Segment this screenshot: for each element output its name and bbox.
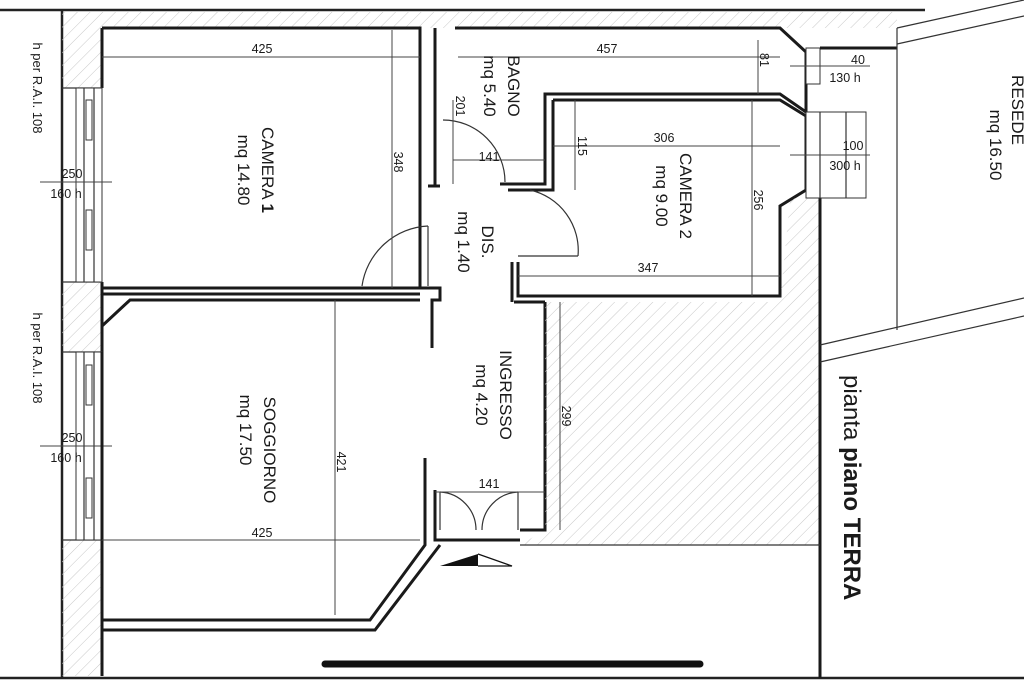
window-left-top — [40, 87, 112, 283]
dim-camera2-width-bottom: 347 — [638, 261, 659, 275]
plan-title: pianta piano TERRA — [838, 375, 865, 600]
dim-window-left-bottom-w: 250 — [62, 431, 83, 445]
room-bagno-walls — [433, 26, 808, 186]
dim-camera2-depth: 256 — [751, 190, 765, 211]
exterior-wall-left — [62, 12, 104, 676]
room-resede-label: RESEDE — [1008, 75, 1024, 145]
side-note-bottom: h per R.A.I. 108 — [30, 312, 45, 403]
dim-bagno-depth: 201 — [453, 96, 467, 117]
room-camera1-label: CAMERA 1 — [258, 127, 277, 213]
dim-bagno-width: 457 — [597, 42, 618, 56]
dim-ingresso-depth: 299 — [559, 406, 573, 427]
dim-camera1-depth: 348 — [391, 152, 405, 173]
hatched-block-right — [520, 190, 822, 678]
dim-camera2-width-top: 306 — [654, 131, 675, 145]
dim-soggiorno-width: 425 — [252, 526, 273, 540]
window-left-bottom — [40, 351, 112, 541]
dim-window-left-top-h: 160 h — [50, 187, 81, 201]
dim-soggiorno-depth: 421 — [334, 452, 348, 473]
room-dis-label: DIS. — [478, 225, 497, 258]
dim-window-large-h: 300 h — [829, 159, 860, 173]
window-right-large — [790, 111, 870, 199]
room-dis-area: mq 1.40 — [454, 211, 473, 272]
room-resede-area: mq 16.50 — [986, 110, 1005, 181]
dim-window-left-bottom-h: 160 h — [50, 451, 81, 465]
window-right-small — [790, 47, 870, 85]
room-camera2-walls — [516, 98, 808, 298]
room-ingresso-area: mq 4.20 — [472, 364, 491, 425]
wall-dis — [420, 286, 442, 348]
room-camera1-area: mq 14.80 — [234, 135, 253, 206]
dimension-lines — [102, 30, 780, 615]
dim-entrance-width: 141 — [479, 477, 500, 491]
dim-camera1-width: 425 — [252, 42, 273, 56]
dim-camera2-small: 115 — [575, 136, 589, 156]
dim-bagno-small: 81 — [757, 53, 771, 67]
dim-window-small-w: 40 — [851, 53, 865, 67]
room-bagno-area: mq 5.40 — [480, 55, 499, 116]
exterior-wall-top — [102, 12, 897, 28]
dim-window-large-w: 100 — [843, 139, 864, 153]
resede-boundary — [819, 0, 1024, 363]
room-soggiorno-walls — [100, 298, 427, 622]
room-ingresso-label: INGRESSO — [496, 350, 515, 440]
room-bagno-label: BAGNO — [504, 55, 523, 116]
side-note-top: h per R.A.I. 108 — [30, 42, 45, 133]
entrance-arrow-icon — [440, 554, 478, 566]
dim-window-left-top-w: 250 — [62, 167, 83, 181]
door-swings — [361, 119, 579, 531]
dim-window-small-h: 130 h — [829, 71, 860, 85]
room-camera2-label: CAMERA 2 — [676, 153, 695, 239]
room-soggiorno-label: SOGGIORNO — [260, 397, 279, 504]
room-camera2-area: mq 9.00 — [652, 165, 671, 226]
room-camera1-walls — [102, 26, 422, 290]
room-soggiorno-area: mq 17.50 — [236, 395, 255, 466]
dim-door-top: 141 — [479, 150, 500, 164]
